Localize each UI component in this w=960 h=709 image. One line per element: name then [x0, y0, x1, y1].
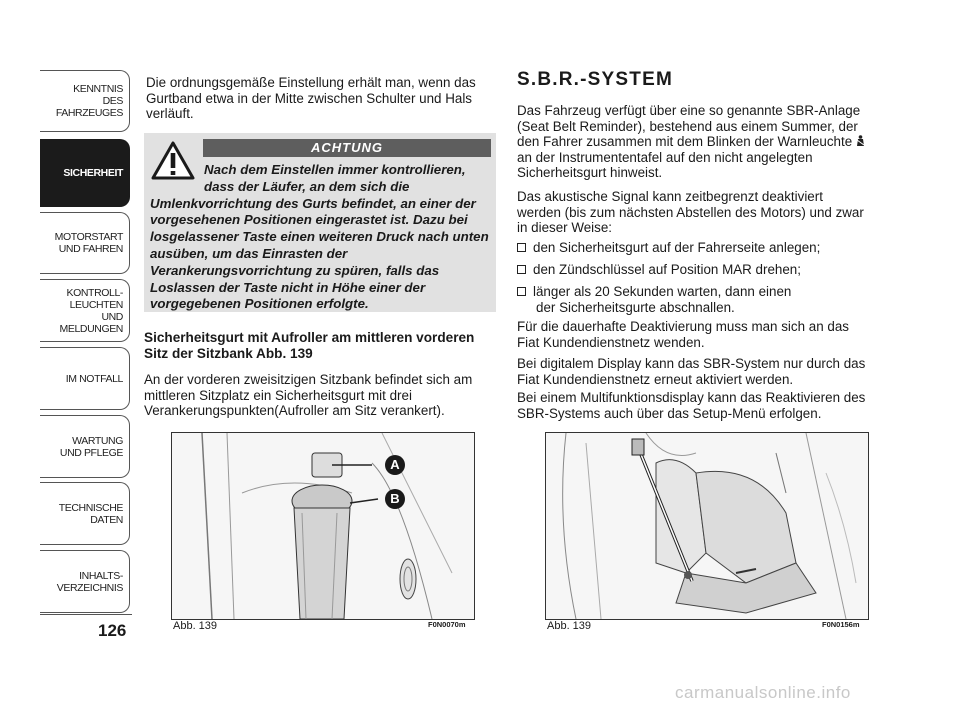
intro-paragraph: Die ordnungsgemäße Einstellung erhält ma…	[146, 75, 476, 122]
sbr-step-1: den Sicherheitsgurt auf der Fahrerseite …	[517, 240, 820, 256]
warning-box	[144, 133, 496, 312]
sbr-paragraph-3: Für die dauerhafte Deaktivierung muss ma…	[517, 319, 849, 350]
page-number: 126	[98, 621, 127, 640]
tab-technische-daten[interactable]: TECHNISCHE DATEN	[40, 482, 130, 545]
checkbox-bullet-icon	[517, 287, 526, 296]
warning-triangle-icon	[151, 141, 195, 180]
section-heading: Sicherheitsgurt mit Aufroller am mittler…	[144, 330, 475, 361]
sbr-paragraph-2: Das akustische Signal kann zeitbegrenzt …	[517, 189, 864, 236]
sbr-step-2-text: den Zündschlüssel auf Position MAR drehe…	[533, 262, 801, 277]
sbr-paragraph-5: Bei einem Multifunktionsdisplay kann das…	[517, 390, 866, 421]
watermark: carmanualsonline.info	[675, 683, 851, 702]
warning-text-indented: Nach dem Einstellen immer kontrollieren,…	[204, 162, 466, 194]
sbr-paragraph-1: Das Fahrzeug verfügt über eine so genann…	[517, 103, 867, 181]
callout-label-b: B	[390, 491, 400, 506]
warning-text: Nach dem Einstellen immer kontrollieren,…	[150, 162, 494, 313]
figure-seat-belt-seat	[545, 432, 869, 620]
tab-kontrollleuchten[interactable]: KONTROLL- LEUCHTEN UND MELDUNGEN	[40, 279, 130, 342]
sbr-paragraph-1-end: an der Instrumententafel auf den nicht a…	[517, 149, 813, 181]
sbr-paragraph-4: Bei digitalem Display kann das SBR-Syste…	[517, 356, 866, 387]
checkbox-bullet-icon	[517, 265, 526, 274]
sbr-step-3-text: länger als 20 Sekunden warten, dann eine…	[533, 284, 792, 299]
seatbelt-retractor-illustration	[172, 433, 474, 619]
tab-wartung[interactable]: WARTUNG UND PFLEGE	[40, 415, 130, 478]
warning-text-rest: Umlenkvorrichtung des Gurts befindet, an…	[150, 195, 489, 312]
section-body: An der vorderen zweisitzigen Sitzbank be…	[144, 372, 473, 419]
page-number-rule	[40, 614, 132, 615]
checkbox-bullet-icon	[517, 243, 526, 252]
tab-inhaltsverzeichnis[interactable]: INHALTS- VERZEICHNIS	[40, 550, 130, 613]
tab-motorstart[interactable]: MOTORSTART UND FAHREN	[40, 212, 130, 274]
vehicle-seat-illustration	[546, 433, 868, 619]
tab-notfall[interactable]: IM NOTFALL	[40, 347, 130, 410]
callout-label-a: A	[390, 457, 400, 472]
section-title-sbr: S.B.R.-SYSTEM	[517, 69, 674, 90]
seatbelt-warning-icon	[856, 135, 865, 147]
figure-caption-left: Abb. 139	[173, 620, 218, 632]
warning-header: ACHTUNG	[203, 139, 491, 157]
sbr-paragraph-1-text: Das Fahrzeug verfügt über eine so genann…	[517, 103, 861, 150]
tab-sicherheit[interactable]: SICHERHEIT	[40, 139, 130, 207]
sbr-step-2: den Zündschlüssel auf Position MAR drehe…	[517, 262, 801, 278]
figure-code-right: F0N0156m	[822, 620, 860, 629]
tab-kenntnis[interactable]: KENNTNIS DES FAHRZEUGES	[40, 70, 130, 132]
figure-code-left: F0N0070m	[428, 620, 466, 629]
sbr-step-3-continuation: der Sicherheitsgurte abschnallen.	[536, 299, 735, 315]
figure-caption-right: Abb. 139	[547, 620, 592, 632]
sbr-step-3: länger als 20 Sekunden warten, dann eine…	[517, 284, 791, 315]
figure-seatbelt-retractor: A B	[171, 432, 475, 620]
sbr-step-1-text: den Sicherheitsgurt auf der Fahrerseite …	[533, 240, 821, 255]
